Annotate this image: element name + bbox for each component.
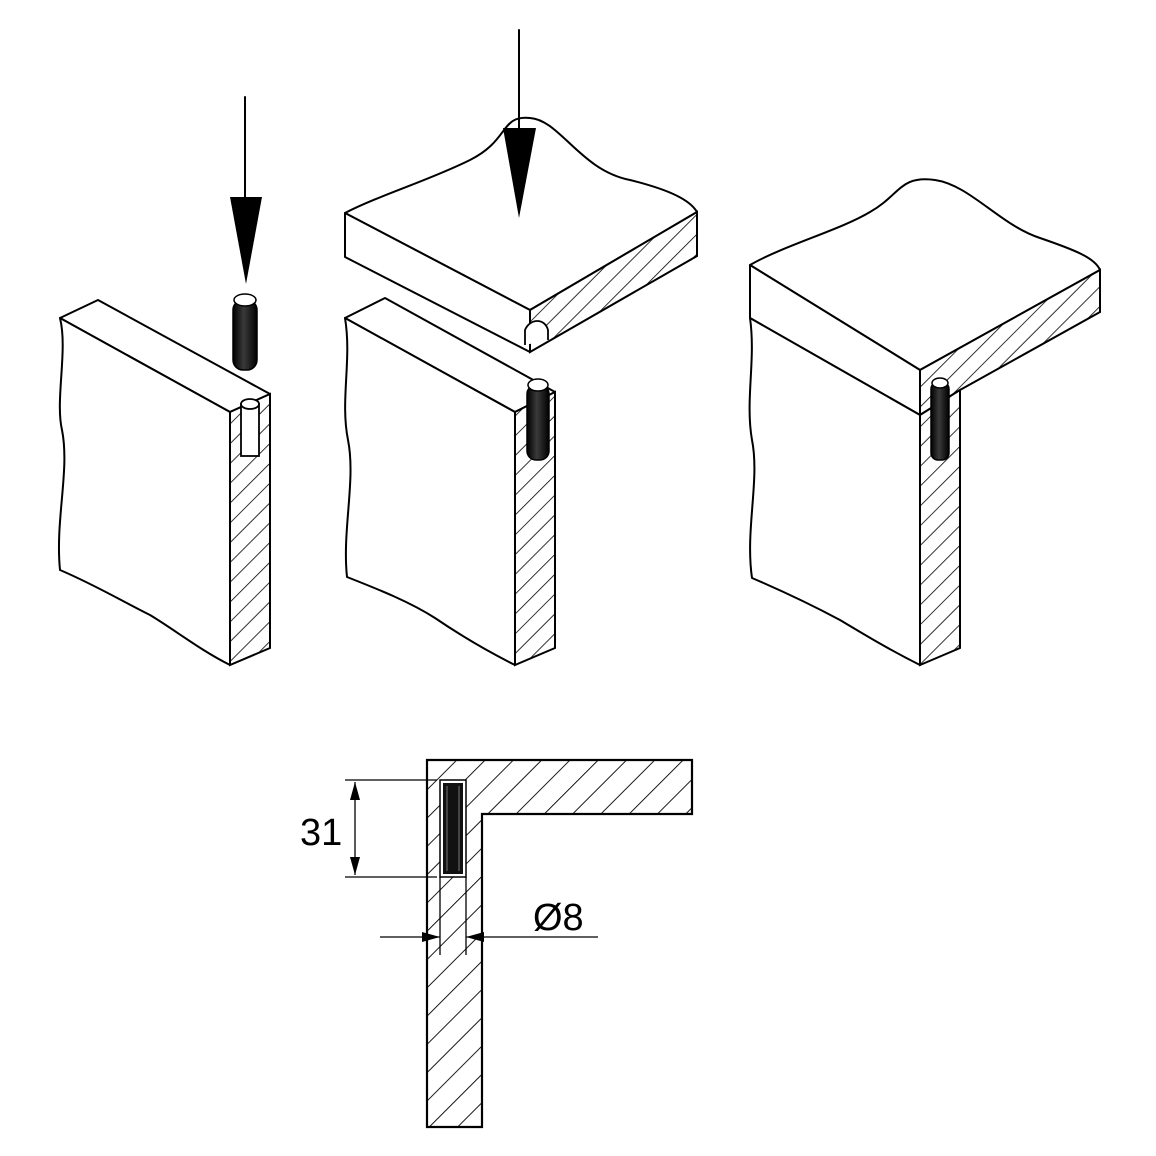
diameter-dimension: Ø8 xyxy=(380,897,598,942)
side-panel-1 xyxy=(57,299,271,667)
dowel-2 xyxy=(526,378,550,461)
top-panel-2 xyxy=(344,116,698,354)
depth-dimension: 31 xyxy=(300,779,437,878)
step-2-lower-top-panel xyxy=(344,29,698,667)
top-panel-3 xyxy=(749,178,1101,417)
side-panel-2 xyxy=(344,297,556,667)
dowel-3 xyxy=(930,377,950,461)
cross-section-detail: 31 Ø8 xyxy=(300,758,694,1129)
dowel-hole-1 xyxy=(240,398,260,457)
step-1-insert-dowel xyxy=(57,96,271,667)
insert-arrow-1 xyxy=(230,96,262,284)
diameter-label: Ø8 xyxy=(533,897,584,939)
depth-label: 31 xyxy=(300,812,342,854)
lower-arrow-2 xyxy=(503,29,536,218)
step-3-assembled-joint xyxy=(748,178,1101,667)
side-panel-3 xyxy=(748,317,961,667)
dowel-1 xyxy=(232,293,258,371)
dowel-section xyxy=(439,779,467,878)
